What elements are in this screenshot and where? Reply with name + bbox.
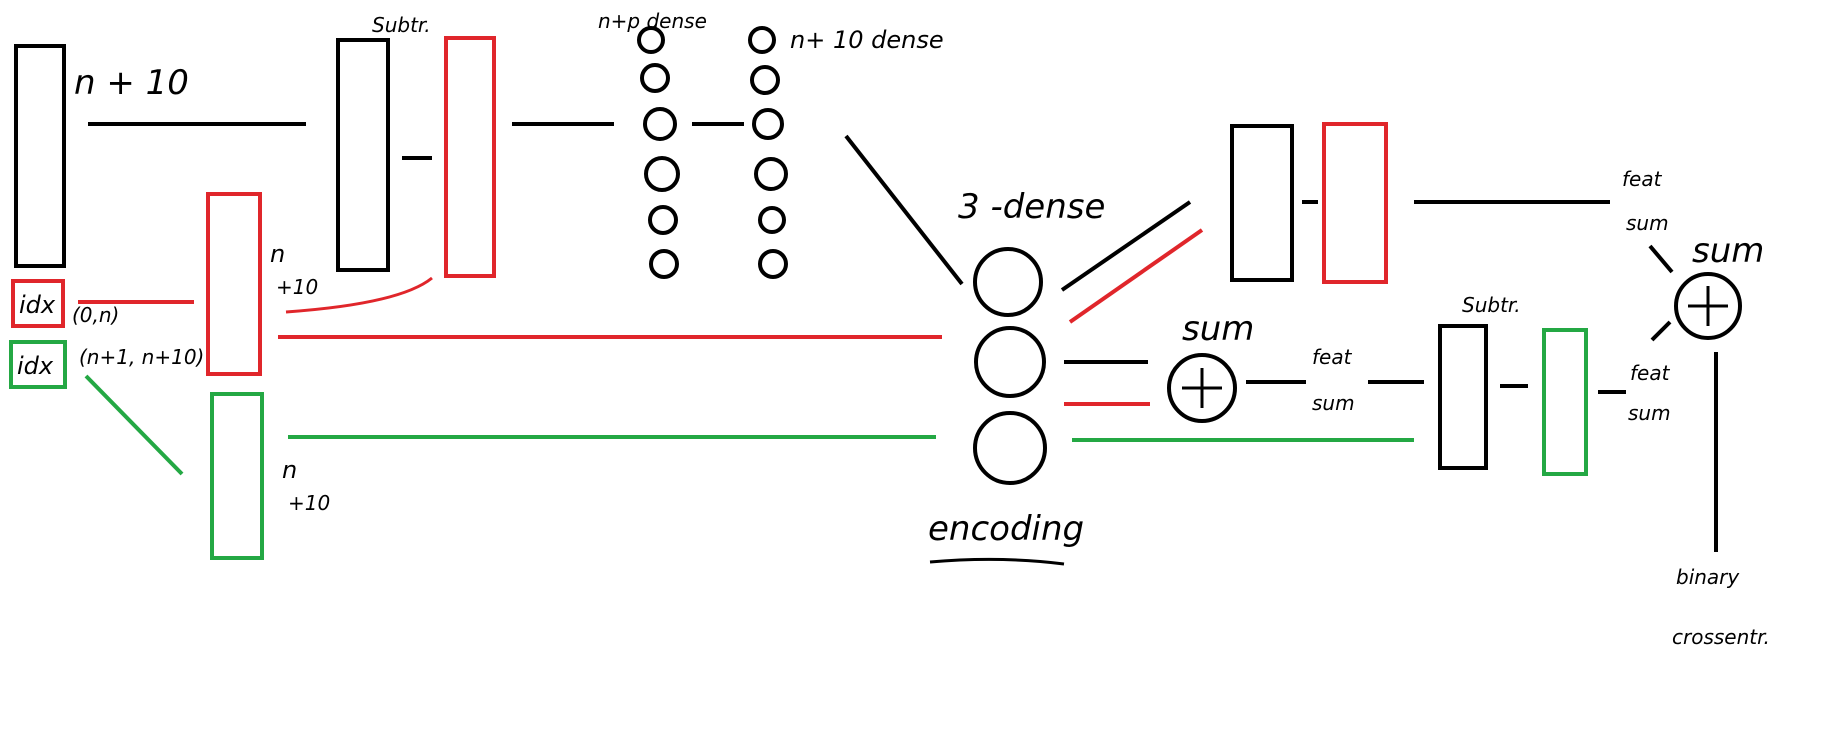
- subtr-top-black-block: [336, 38, 390, 272]
- idx-green-box: [9, 340, 67, 389]
- idx-green-label: idx: [17, 352, 54, 380]
- encoding-underline: [929, 557, 1065, 566]
- dense-three-label: 3 -dense: [958, 187, 1105, 227]
- sum-middle-label: sum: [1182, 309, 1254, 349]
- dense1-neuron: [649, 249, 679, 279]
- dense-second-label: n+ 10 dense: [790, 26, 944, 54]
- feat-sum-top-b: sum: [1626, 211, 1669, 235]
- subtr-top-red-block: [444, 36, 496, 278]
- dense2-neuron: [754, 157, 788, 191]
- feat-sum-top-a: feat: [1622, 167, 1663, 191]
- encoding-to-top-subtr-red-line: [1068, 228, 1204, 324]
- dense1-neuron: [648, 205, 678, 235]
- idx-green-to-embed-line: [84, 374, 184, 476]
- sum-right-label: sum: [1692, 231, 1764, 271]
- encoding-neuron-top: [973, 247, 1043, 317]
- dense2-neuron: [752, 108, 784, 140]
- idx-green-range-label: (n+1, n+10): [79, 345, 204, 369]
- top-right-red-block: [1322, 122, 1388, 284]
- green-embedding-block: [210, 392, 264, 560]
- featsum-bottom-to-sum-line: [1650, 320, 1672, 342]
- sum-right-node: [1674, 272, 1742, 340]
- red-embed-to-subtr-curve: [285, 276, 433, 314]
- dense2-neuron: [748, 26, 776, 54]
- dense1-neuron: [637, 26, 665, 54]
- input-vector-block: [14, 44, 66, 268]
- feat-sum-bottom-a: feat: [1630, 361, 1671, 385]
- encoding-to-top-subtr-black-line: [1060, 200, 1192, 292]
- dense1-neuron: [643, 107, 677, 141]
- top-right-black-block: [1230, 124, 1294, 282]
- encoding-neuron-middle: [974, 326, 1046, 398]
- dense2-neuron: [758, 249, 788, 279]
- red-embedding-block: [206, 192, 262, 376]
- red-embed-size-b: +10: [276, 275, 318, 299]
- subtr-right-black-block: [1438, 324, 1488, 470]
- green-embed-size-b: +10: [288, 491, 330, 515]
- dense1-neuron: [644, 156, 680, 192]
- feat-sum-middle-a: feat: [1312, 345, 1353, 369]
- subtr-right-label: Subtr.: [1462, 293, 1521, 317]
- featsum-top-to-sum-line: [1648, 244, 1674, 274]
- dense2-neuron: [750, 65, 780, 95]
- idx-red-range-label: (0,n): [72, 303, 119, 327]
- dense2-neuron: [758, 206, 786, 234]
- green-embed-size-a: n: [282, 456, 297, 484]
- idx-red-box: [11, 279, 65, 328]
- feat-sum-bottom-b: sum: [1628, 401, 1671, 425]
- encoding-label: encoding: [928, 509, 1084, 549]
- red-embed-size-a: n: [270, 240, 285, 268]
- encoding-neuron-bottom: [973, 411, 1047, 485]
- dense1-neuron: [640, 63, 670, 93]
- subtr-top-label: Subtr.: [372, 13, 431, 37]
- subtr-right-green-block: [1542, 328, 1588, 476]
- feat-sum-middle-b: sum: [1312, 391, 1355, 415]
- input-size-label: n + 10: [74, 63, 189, 103]
- output-label-a: binary: [1676, 565, 1740, 589]
- output-label-b: crossentr.: [1672, 625, 1770, 649]
- idx-red-label: idx: [19, 291, 56, 319]
- sum-middle-node: [1167, 353, 1237, 423]
- dense2-to-encoding-line: [844, 134, 964, 286]
